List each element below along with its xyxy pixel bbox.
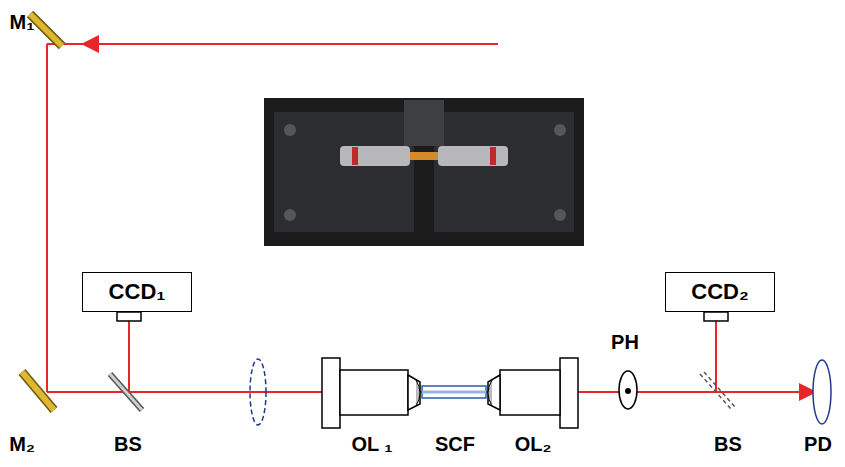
objective-glass — [416, 380, 420, 406]
photo-knob — [554, 124, 566, 136]
mirror-symbol — [22, 372, 54, 410]
photo-fiber — [410, 152, 438, 160]
objective-flange — [322, 358, 340, 428]
objective-glass — [488, 380, 492, 406]
photo-ring — [352, 147, 358, 165]
objective-flange — [560, 358, 578, 428]
mirror-symbol — [22, 372, 54, 410]
mirror-symbol — [30, 14, 62, 46]
part-label: M₁ — [10, 10, 35, 34]
laser-beam — [47, 391, 810, 393]
laser-beam — [715, 320, 717, 392]
pinhole-aperture — [625, 388, 631, 394]
part-label: M₂ — [9, 432, 35, 456]
fiber-core — [422, 391, 486, 394]
photo-stage — [434, 112, 574, 232]
photo-knob — [284, 209, 296, 221]
photo-holder — [404, 100, 444, 146]
camera-box: CCD₂ — [665, 272, 775, 312]
laser-beam — [46, 44, 48, 392]
laser-beam — [128, 320, 130, 392]
part-label: OL₂ — [515, 432, 552, 456]
pinhole-symbol — [619, 371, 637, 409]
photo-ring — [490, 147, 496, 165]
camera-box: CCD₁ — [82, 272, 192, 312]
photo-stage — [274, 112, 414, 232]
photo-knob — [284, 124, 296, 136]
beam-arrow — [790, 391, 808, 393]
part-label: OL ₁ — [351, 432, 392, 456]
part-label: PD — [804, 432, 832, 456]
setup-photo — [264, 98, 584, 246]
photo-objective — [340, 146, 410, 166]
camera-port — [704, 312, 728, 321]
photo-ground — [264, 98, 584, 246]
part-label: PH — [611, 330, 639, 354]
photo-objective — [438, 146, 508, 166]
camera-label: CCD₁ — [109, 279, 166, 305]
part-label: BS — [114, 432, 142, 456]
objective-tip — [408, 375, 420, 410]
beam-splitter-dashed — [704, 372, 736, 408]
objective-body — [500, 370, 560, 415]
camera-port — [117, 312, 141, 321]
beam-splitter — [110, 374, 142, 410]
part-label: BS — [714, 432, 742, 456]
mirror-symbol — [30, 14, 62, 46]
objective-body — [340, 370, 408, 415]
beam-splitter-dashed — [700, 374, 732, 410]
lens-dashed — [250, 359, 266, 425]
part-label: SCF — [435, 432, 475, 456]
beam-splitter — [110, 374, 142, 410]
fiber-symbol — [422, 386, 486, 398]
camera-label: CCD₂ — [691, 279, 748, 305]
photodiode-symbol — [813, 360, 831, 424]
beam-arrow — [90, 43, 110, 45]
objective-lens — [488, 358, 578, 428]
objective-tip — [488, 375, 500, 410]
laser-beam — [47, 43, 498, 45]
photo-knob — [554, 209, 566, 221]
objective-lens — [322, 358, 420, 428]
